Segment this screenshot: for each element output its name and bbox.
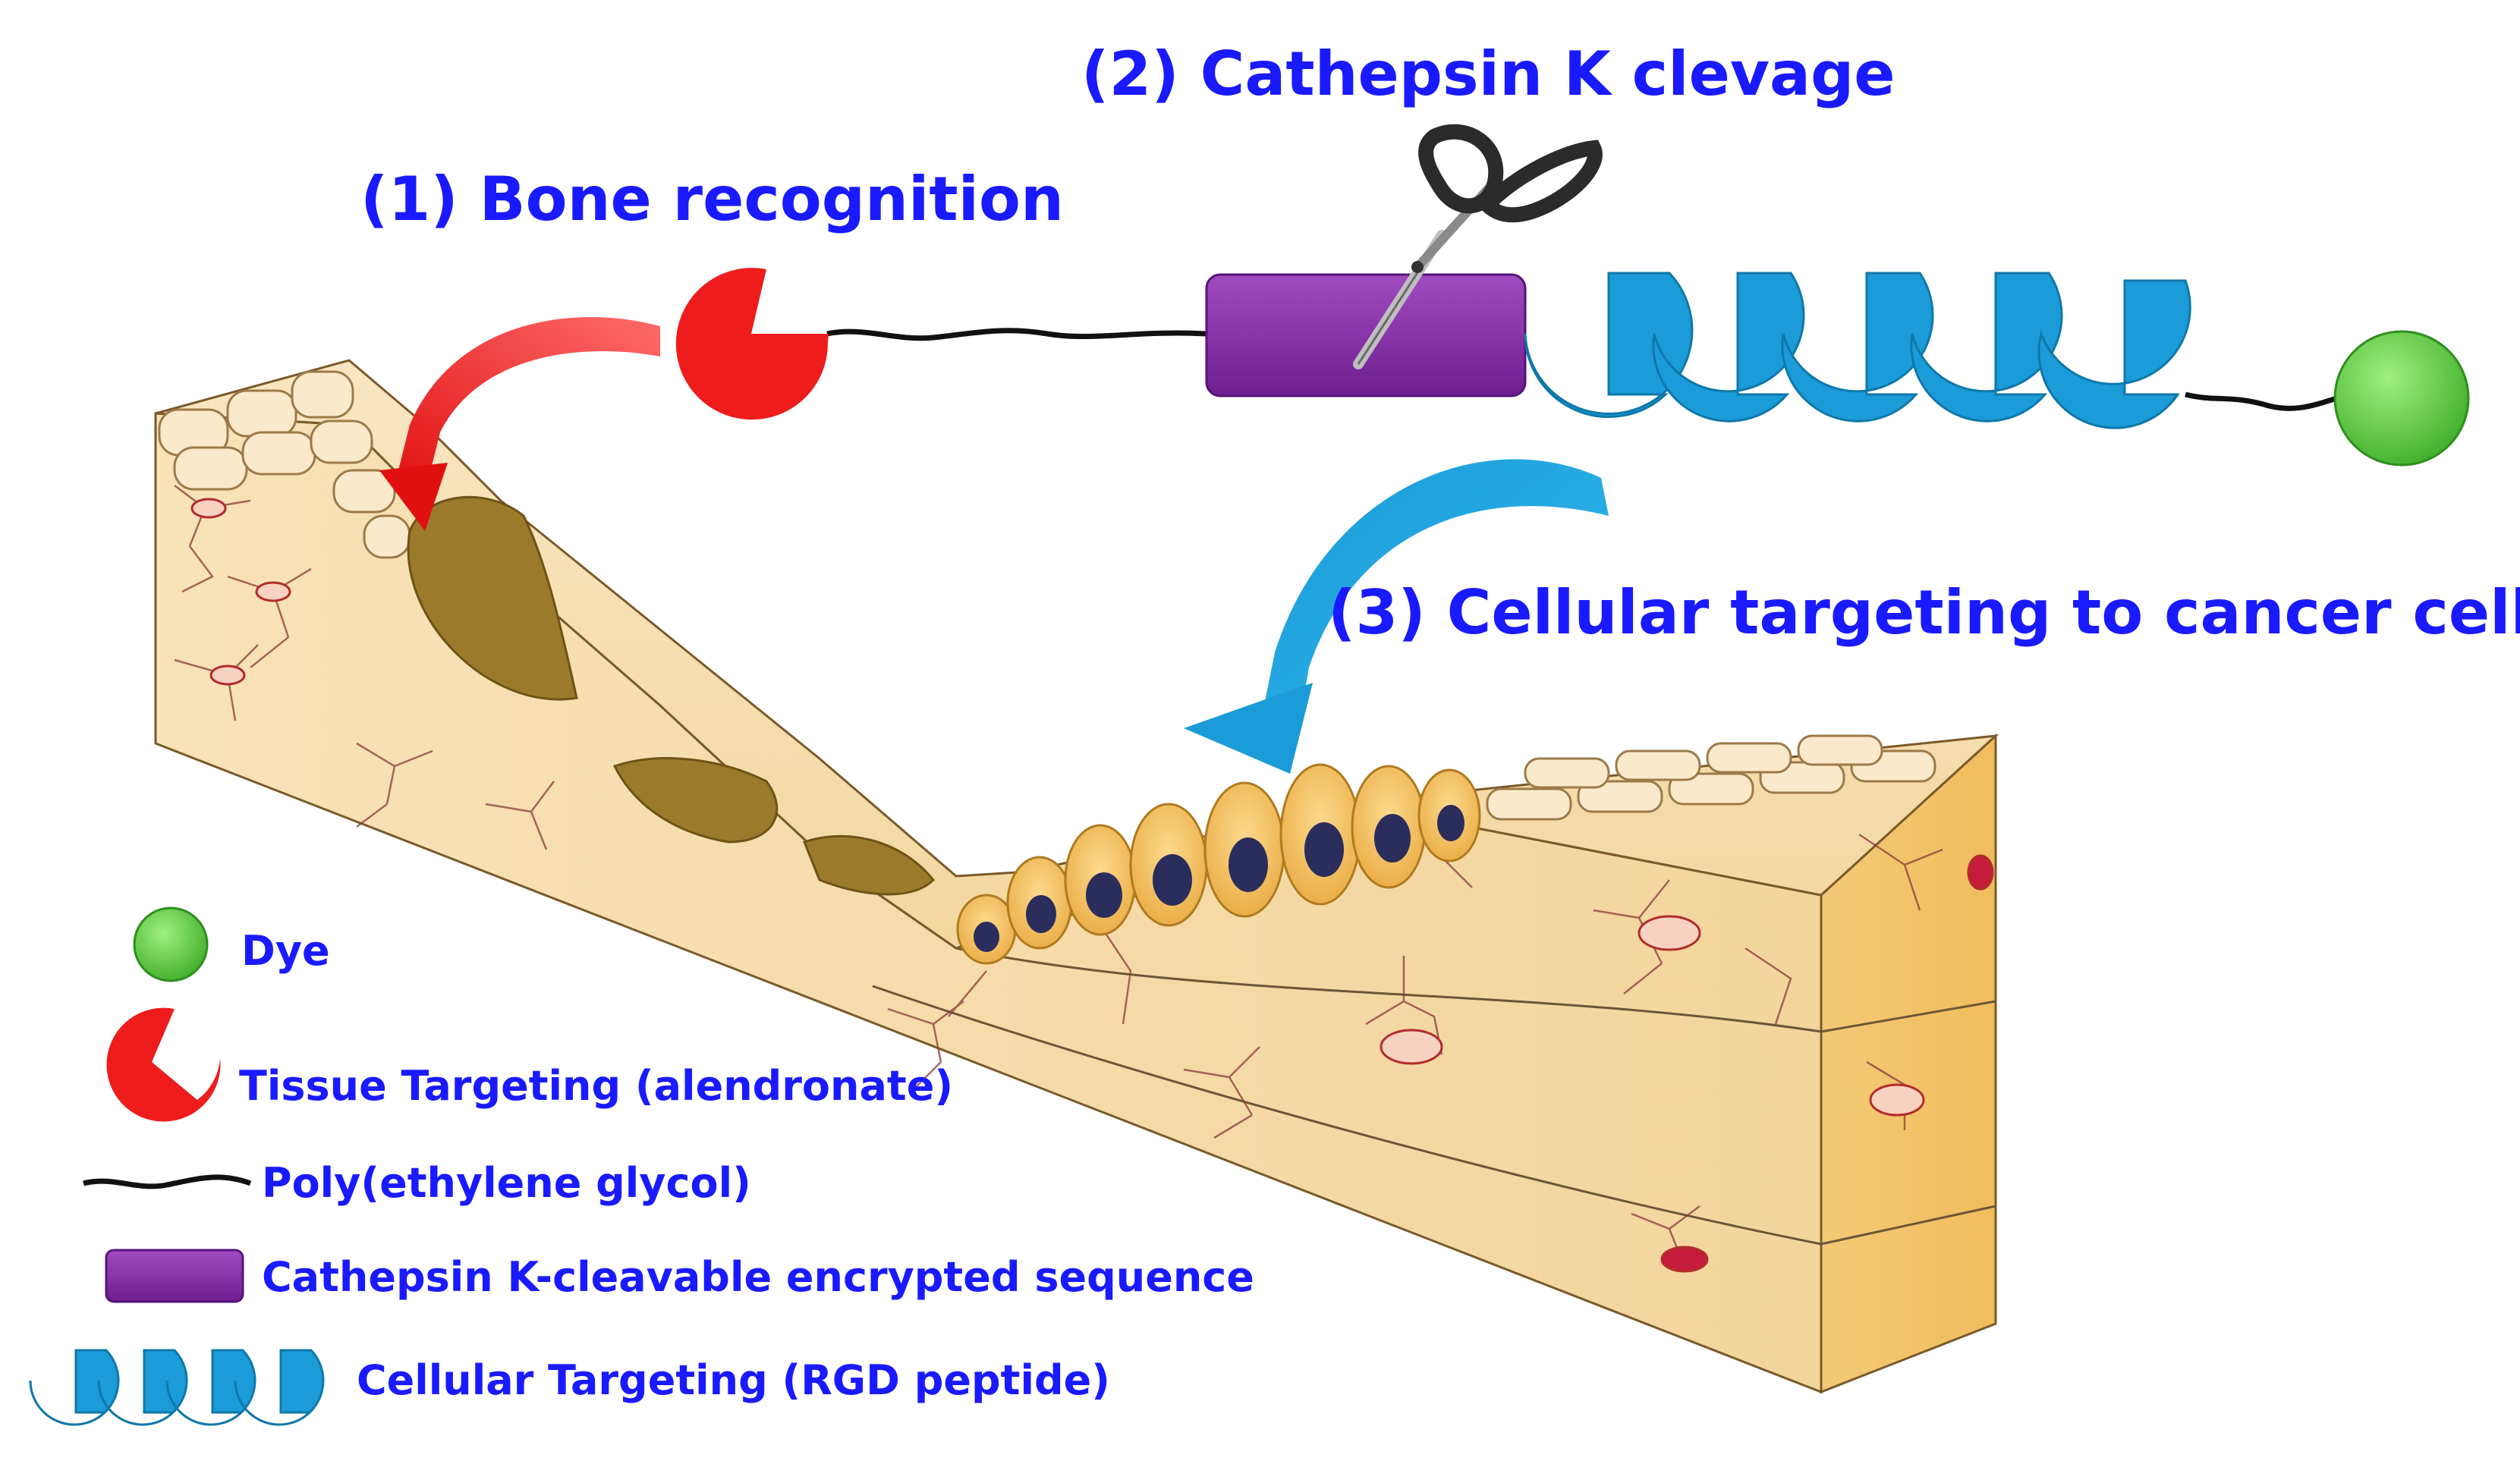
step-2-label: (2) Cathepsin K clevage — [1081, 39, 1896, 109]
legend-peg-icon — [83, 1174, 252, 1189]
step-1-label: (1) Bone recognition — [360, 164, 1064, 234]
dye-sphere — [2333, 330, 2470, 467]
legend-rgd-label: Cellular Targeting (RGD peptide) — [357, 1356, 1110, 1404]
lining-cells-left — [158, 370, 411, 559]
osteocytes — [190, 498, 1994, 1273]
osteocyte-network — [174, 485, 1943, 1268]
red-curved-arrow — [395, 316, 660, 493]
legend-peg-label: Poly(ethylene glycol) — [262, 1159, 751, 1207]
legend-rgd-icon — [29, 1349, 325, 1426]
rgd-peptides — [1524, 272, 2191, 429]
legend: Dye Tissue Targeting (alendronate) Poly(… — [29, 906, 1254, 1426]
cleavable-sequence — [1205, 273, 1527, 397]
probe-construct — [675, 124, 2470, 467]
bone-lesions — [407, 495, 936, 896]
step-3-label: (3) Cellular targeting to cancer cells — [1328, 577, 2520, 648]
legend-dye-label: Dye — [241, 927, 330, 975]
legend-alendronate-icon — [106, 1007, 221, 1122]
legend-dye-icon — [133, 906, 209, 982]
peg-linker-1 — [826, 328, 1207, 341]
legend-cleavable-icon — [105, 1249, 244, 1303]
cancer-cells — [956, 763, 1481, 965]
lining-cells-right — [1486, 734, 1936, 821]
scissors-icon — [1353, 124, 1603, 369]
legend-cleavable-label: Cathepsin K-cleavable encrypted sequence — [262, 1253, 1254, 1301]
blue-arrowhead — [1184, 683, 1313, 774]
red-arrowhead — [379, 463, 448, 531]
peg-linker-2 — [2185, 391, 2338, 411]
legend-tissue-label: Tissue Targeting (alendronate) — [239, 1062, 953, 1110]
bone-tissue — [154, 359, 1999, 1394]
